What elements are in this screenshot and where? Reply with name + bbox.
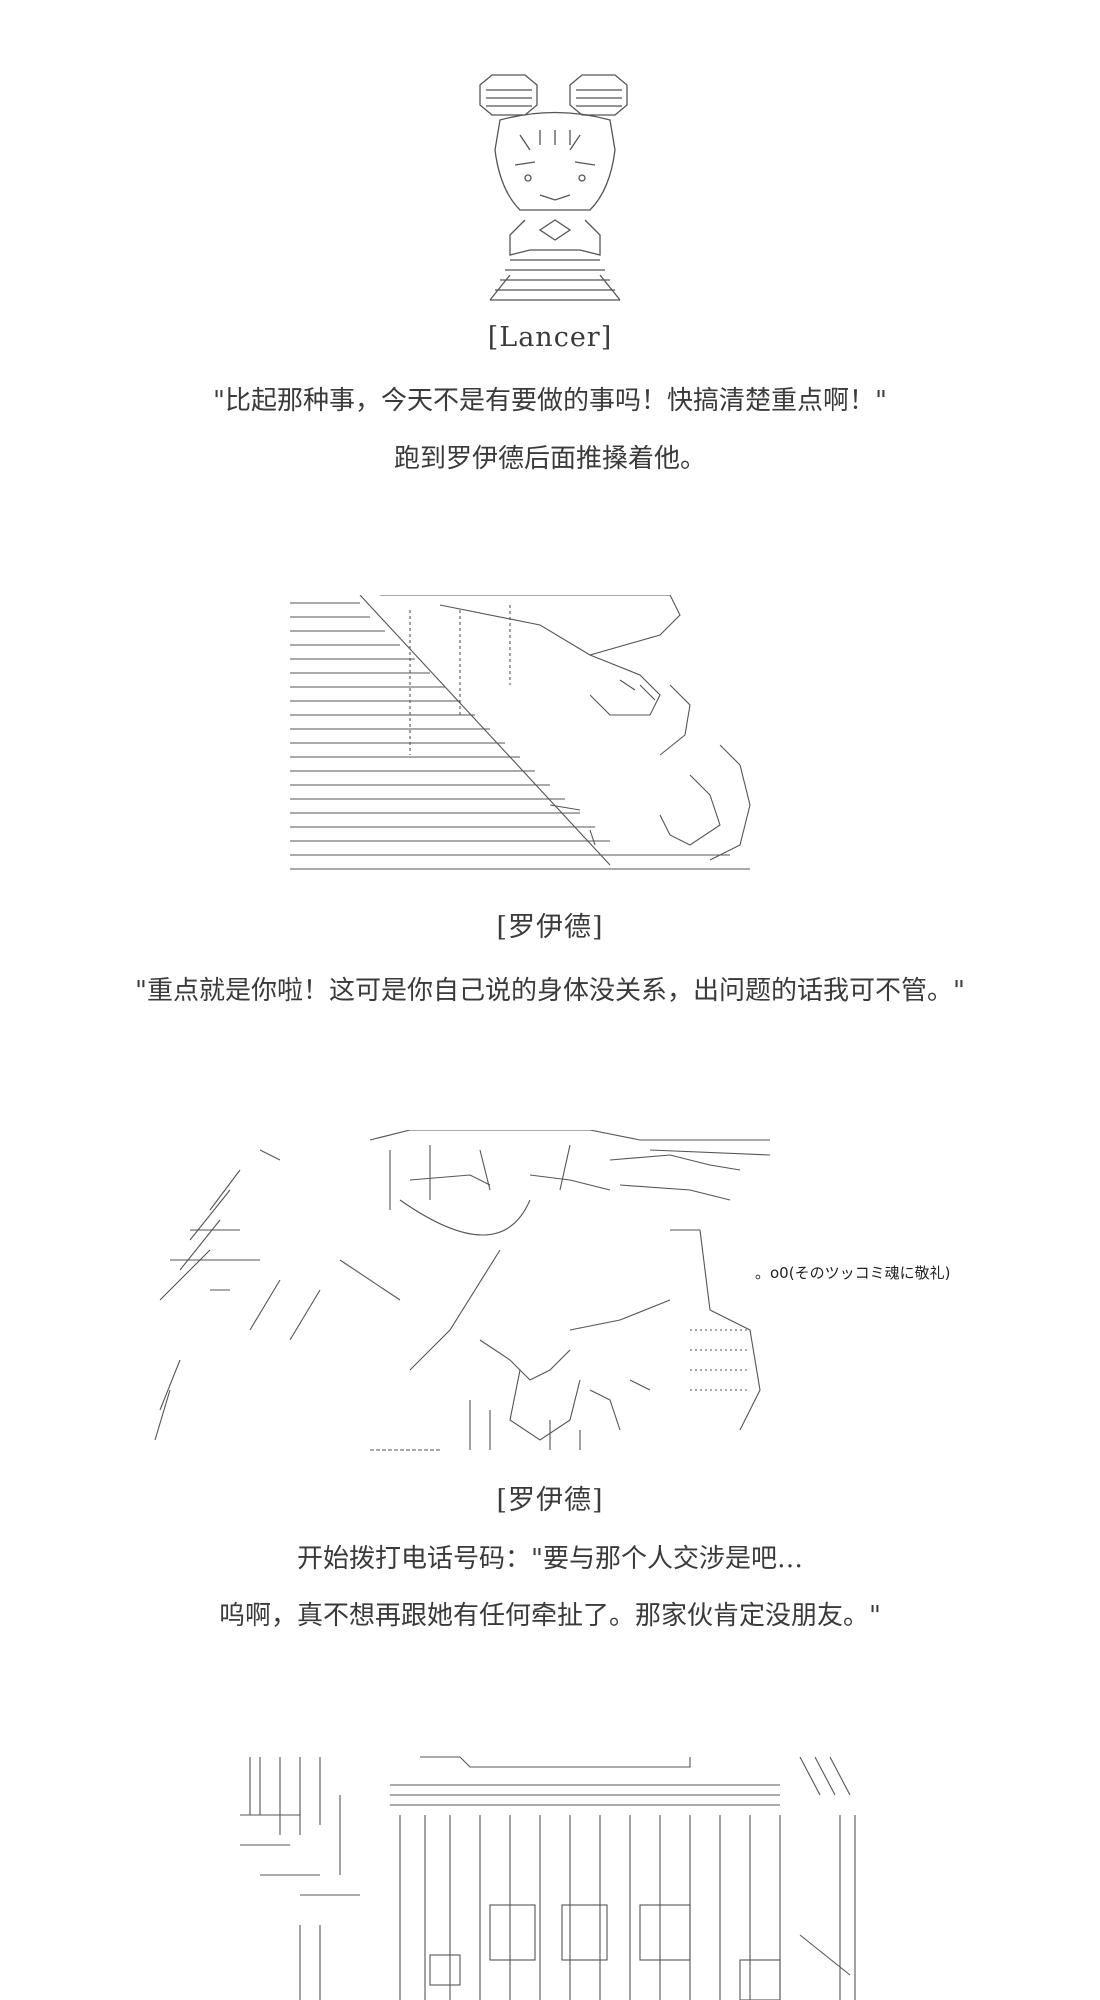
- roid-ascii-art-2: [150, 1130, 790, 1460]
- inner-thought-aside: 。o0(そのツッコミ魂に敬礼): [755, 1264, 951, 1282]
- dialogue-line: "比起那种事，今天不是有要做的事吗！快搞清楚重点啊！": [213, 386, 887, 416]
- lancer-ascii-art: [470, 70, 640, 310]
- dialogue-line: 呜啊，真不想再跟她有任何牵扯了。那家伙肯定没朋友。": [219, 1601, 881, 1631]
- speaker-label: [罗伊德]: [496, 1485, 604, 1516]
- building-ascii-art: [240, 1755, 860, 2000]
- dialogue-line: "重点就是你啦！这可是你自己说的身体没关系，出问题的话我可不管。": [135, 976, 965, 1006]
- speaker-label: [罗伊德]: [496, 912, 604, 943]
- narration-line: 跑到罗伊德后面推搡着他。: [393, 444, 706, 474]
- roid-ascii-art-1: [290, 595, 795, 880]
- narration-line: 开始拨打电话号码："要与那个人交涉是吧…: [297, 1544, 803, 1574]
- speaker-label: [Lancer]: [487, 322, 613, 353]
